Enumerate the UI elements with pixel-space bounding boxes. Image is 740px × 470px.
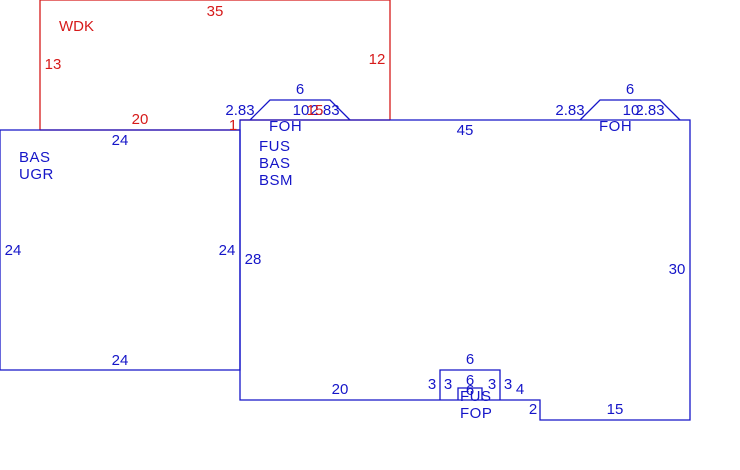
foh-left-code: FOH (269, 118, 302, 135)
porch-outer-outline (439, 369, 501, 400)
main-block-dim-step: 2 (529, 401, 537, 418)
left-block-dim-right: 24 (219, 242, 236, 259)
main-block-dim-left: 28 (245, 251, 262, 268)
foh-right-dim-side-left: 2.83 (555, 102, 584, 119)
porch-dim-a: 3 (428, 376, 436, 393)
main-block-code-3: BSM (259, 172, 293, 189)
porch-dim-d: 3 (504, 376, 512, 393)
foh-right-dim-base: 10 (623, 102, 640, 119)
porch-code-2: FOP (460, 405, 492, 422)
wdk-dim-top: 35 (207, 3, 224, 20)
main-block-dim-right: 30 (669, 261, 686, 278)
foh-right-dim-top: 6 (626, 81, 634, 98)
left-block-code-1: BAS (19, 149, 51, 166)
foh-right-outline (579, 99, 681, 121)
left-block-dim-top: 24 (112, 132, 129, 149)
wdk-dim-tail: 1 (229, 117, 237, 134)
foh-left-dim-top: 6 (296, 81, 304, 98)
left-block-dim-bottom: 24 (112, 352, 129, 369)
foh-right-dim-side-right: 2.83 (635, 102, 664, 119)
main-block-dim-notch-right: 4 (516, 381, 524, 398)
porch-dim-inner-bottom: 6 (466, 382, 474, 399)
main-block-dim-bottom: 20 (332, 381, 349, 398)
porch-code-1: FUS (460, 388, 492, 405)
wdk-dim-right: 12 (369, 51, 386, 68)
foh-left-dim-side-left: 2.83 (225, 102, 254, 119)
main-block-outline (239, 119, 691, 421)
foh-left-outline (249, 99, 351, 121)
main-block-dim-top: 45 (457, 122, 474, 139)
main-block-code-1: FUS (259, 138, 291, 155)
foh-left-dim-base: 10 (293, 102, 310, 119)
porch-inner-outline (457, 387, 483, 400)
wdk-code: WDK (59, 18, 94, 35)
porch-dim-outer-top: 6 (466, 351, 474, 368)
left-block-code-2: UGR (19, 166, 54, 183)
left-block-dim-left: 24 (5, 242, 22, 259)
porch-dim-c: 3 (488, 376, 496, 393)
foh-left-dim-side-right: 2.83 (310, 102, 339, 119)
wdk-dim-bottom: 20 (132, 111, 149, 128)
foh-right-code: FOH (599, 118, 632, 135)
wdk-dim-left: 13 (45, 56, 62, 73)
porch-dim-b: 3 (444, 376, 452, 393)
foh-left-dim-overlap: 15 (307, 102, 324, 119)
main-block-dim-bottom-right: 15 (607, 401, 624, 418)
main-block-code-2: BAS (259, 155, 291, 172)
porch-dim-inner-top: 6 (466, 372, 474, 389)
